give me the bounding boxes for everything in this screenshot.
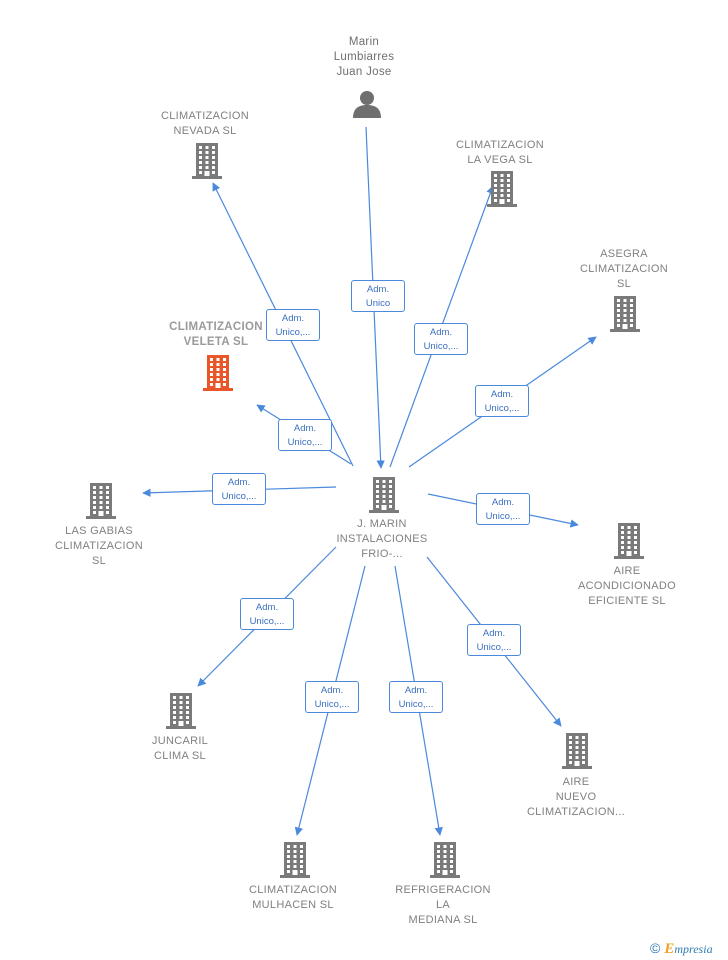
- company-label-la-vega[interactable]: CLIMATIZACION LA VEGA SL: [455, 139, 545, 166]
- company-label-aire-eficiente[interactable]: AIRE ACONDICIONADO EFICIENTE SL: [577, 565, 677, 607]
- building-icon[interactable]: [192, 143, 222, 184]
- relation-mediana[interactable]: Adm. Unico,...: [389, 681, 443, 713]
- building-icon[interactable]: [610, 296, 640, 337]
- company-label-aire-nuevo[interactable]: AIRE NUEVO CLIMATIZACION...: [526, 776, 626, 818]
- relation-person[interactable]: Adm. Unico: [351, 280, 405, 312]
- relation-las-gabias[interactable]: Adm. Unico,...: [212, 473, 266, 505]
- center-label[interactable]: J. MARIN INSTALACIONES FRIO-...: [336, 518, 428, 560]
- building-icon[interactable]: [166, 693, 196, 734]
- relation-aire-eficiente[interactable]: Adm. Unico,...: [476, 493, 530, 525]
- empresia-brand[interactable]: ©Empresia: [650, 940, 713, 958]
- building-icon[interactable]: [614, 523, 644, 564]
- relation-aire-nuevo[interactable]: Adm. Unico,...: [467, 624, 521, 656]
- relation-mulhacen[interactable]: Adm. Unico,...: [305, 681, 359, 713]
- company-label-juncaril[interactable]: JUNCARIL CLIMA SL: [151, 735, 209, 762]
- building-icon[interactable]: [562, 733, 592, 774]
- relation-asegra[interactable]: Adm. Unico,...: [475, 385, 529, 417]
- company-label-mediana[interactable]: REFRIGERACION LA MEDIANA SL: [395, 884, 491, 926]
- company-label-nevada[interactable]: CLIMATIZACION NEVADA SL: [160, 110, 250, 137]
- building-icon[interactable]: [369, 477, 399, 518]
- person-icon[interactable]: [352, 90, 382, 123]
- relation-la-vega[interactable]: Adm. Unico,...: [414, 323, 468, 355]
- building-icon[interactable]: [430, 842, 460, 883]
- company-label-veleta[interactable]: CLIMATIZACION VELETA SL: [169, 321, 263, 348]
- person-label[interactable]: Marin Lumbiarres Juan Jose: [333, 36, 395, 78]
- company-label-las-gabias[interactable]: LAS GABIAS CLIMATIZACION SL: [54, 525, 144, 567]
- building-icon[interactable]: [280, 842, 310, 883]
- building-icon[interactable]: [86, 483, 116, 524]
- company-label-mulhacen[interactable]: CLIMATIZACION MULHACEN SL: [248, 884, 338, 911]
- relation-juncaril[interactable]: Adm. Unico,...: [240, 598, 294, 630]
- brand-name: mpresia: [674, 942, 713, 956]
- building-icon[interactable]: [203, 355, 233, 396]
- building-icon[interactable]: [487, 171, 517, 212]
- relation-veleta[interactable]: Adm. Unico,...: [278, 419, 332, 451]
- relation-nevada[interactable]: Adm. Unico,...: [266, 309, 320, 341]
- brand-initial: E: [664, 941, 675, 957]
- copyright-symbol: ©: [650, 940, 661, 956]
- company-label-asegra[interactable]: ASEGRA CLIMATIZACION SL: [579, 248, 669, 290]
